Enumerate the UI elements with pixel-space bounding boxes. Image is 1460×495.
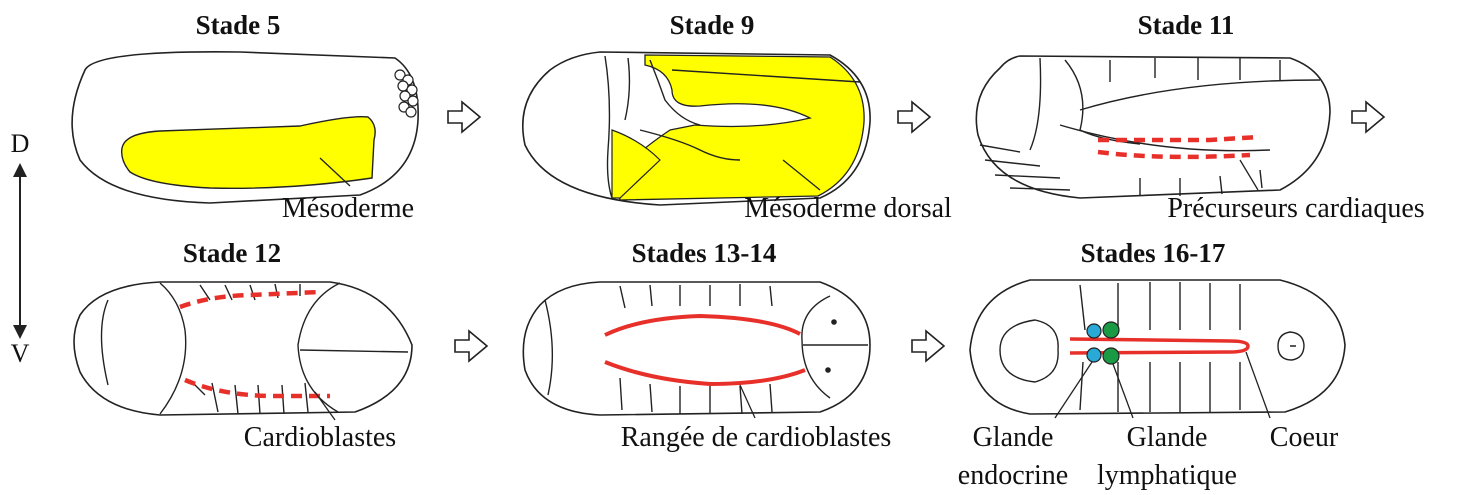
label-glande-lymphatique-1: Glande — [1127, 422, 1208, 453]
label-glande-lymphatique-2: lymphatique — [1097, 460, 1237, 491]
label-glande-endocrine-1: Glande — [973, 422, 1054, 453]
lymph-gland-upper — [1103, 322, 1119, 338]
stages-13-14-title: Stades 13-14 — [632, 238, 777, 268]
stage-11-title: Stade 11 — [1138, 10, 1235, 40]
label-mesoderme-dorsal: Mésoderme dorsal — [744, 193, 952, 224]
arrow-right-icon — [1352, 102, 1384, 132]
arrow-down-icon — [13, 325, 27, 339]
label-cardioblastes: Cardioblastes — [244, 422, 396, 453]
stage-12-panel: Stade 12 Cardioblastes — [74, 238, 412, 453]
stage-9-panel: Stade 9 Mésoderme dorsal — [523, 10, 952, 224]
stages-16-17-title: Stades 16-17 — [1081, 238, 1226, 268]
label-precurseurs-cardiaques: Précurseurs cardiaques — [1167, 193, 1424, 224]
label-coeur: Coeur — [1270, 422, 1339, 453]
lymph-gland-lower — [1103, 348, 1119, 364]
stage-9-title: Stade 9 — [670, 10, 755, 40]
arrow-right-icon — [898, 102, 930, 132]
stages-13-14-panel: Stades 13-14 Rangée de cardioblastes — [523, 238, 891, 453]
arrow-right-icon — [912, 331, 944, 361]
label-rangee-cardioblastes: Rangée de cardioblastes — [621, 422, 892, 453]
stages-16-17-panel: Stades 16-17 Glande endocrine Glande lym… — [958, 238, 1345, 491]
axis-label-dorsal: D — [11, 129, 30, 158]
axis-label-ventral: V — [11, 339, 30, 368]
endocrine-gland-lower — [1087, 348, 1101, 362]
stage-12-title: Stade 12 — [183, 238, 281, 268]
label-mesoderme: Mésoderme — [282, 193, 414, 224]
arrow-up-icon — [13, 163, 27, 177]
label-glande-endocrine-2: endocrine — [958, 460, 1068, 491]
stage-5-title: Stade 5 — [196, 10, 281, 40]
stage-5-panel: Stade 5 Mésoderme — [72, 10, 418, 224]
arrow-right-icon — [448, 102, 480, 132]
endocrine-gland-upper — [1087, 324, 1101, 338]
arrow-right-icon — [455, 331, 487, 361]
dorsal-ventral-axis: D V — [11, 129, 30, 368]
